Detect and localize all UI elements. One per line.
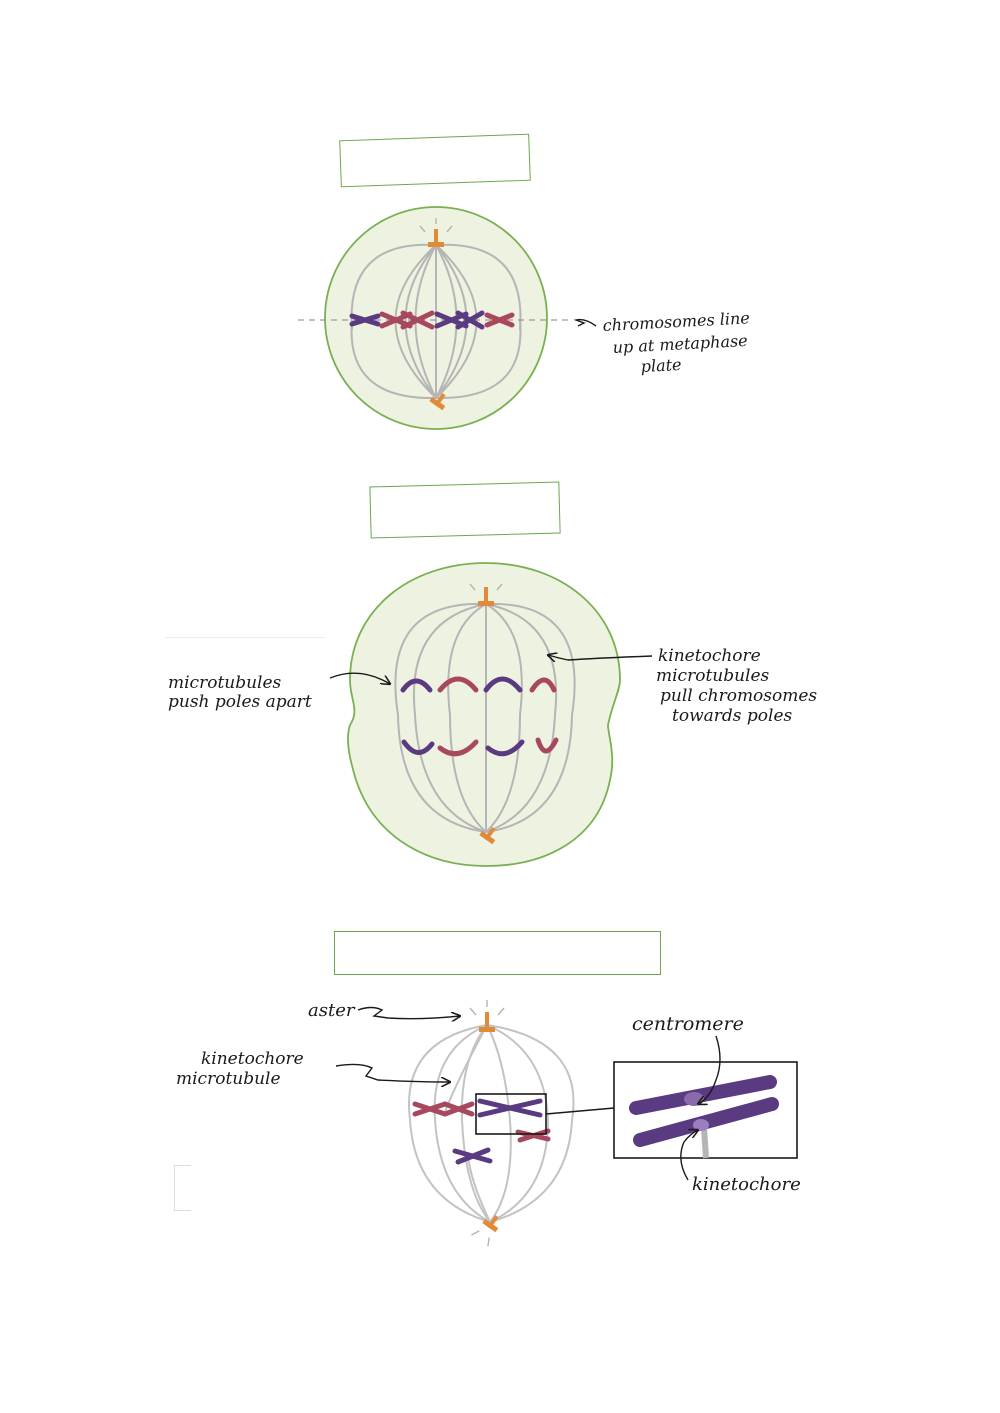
centromere-label: centromere [632,1013,744,1035]
cell-membrane [347,562,621,867]
kinetochore [693,1119,709,1131]
metaphase-cell [298,206,568,430]
anaphase-right-label-line-1: kinetochore [658,646,761,666]
blank-patch-bottom [174,1165,191,1211]
kinetochore-microtubule-label-line-2: microtubule [176,1069,281,1089]
answer-input-3[interactable] [335,932,660,974]
anaphase-cell [347,562,621,867]
kinetochore-microtubule-arrow [335,1063,450,1082]
centromere-arrow [698,1035,721,1104]
centrosome-bottom [429,393,446,411]
centromere [684,1092,704,1106]
sister-chromatid-1 [629,1075,777,1115]
centrosome-top [419,218,453,247]
right-label-arrow [548,655,653,660]
metaphase-label-arrow [573,318,597,327]
anaphase-right-label-line-3: pull chromosomes [660,686,817,706]
zoom-inset [613,1061,798,1159]
anaphase-left-label-line-1: microtubules [168,673,282,693]
prometaphase-cell [408,1000,615,1247]
anaphase-chromosomes-bottom [401,737,559,757]
centrosome-top [469,1000,505,1032]
spindle-fibers [394,602,576,833]
anaphase-right-label-line-2: microtubules [656,666,770,686]
kinetochore-microtubule-label-line-1: kinetochore [201,1049,304,1069]
centrosome-bottom [471,1215,499,1247]
aster-arrow [357,1006,460,1019]
blank-patch-top [165,637,325,670]
metaphase-label-line-3: plate [640,355,682,376]
aster-label: aster [308,1000,356,1021]
inset-microtubule [701,1127,709,1159]
metaphase-label-line-2: up at metaphase [612,331,748,357]
centrosome-top [469,583,503,606]
centrosome-bottom [479,827,496,845]
answer-box-3[interactable] [334,931,661,975]
left-label-arrow [329,672,390,684]
anaphase-left-label-line-2: push poles apart [168,692,312,712]
spindle-fibers [408,1024,575,1223]
metaphase-chromosomes [349,310,515,330]
zoom-connector-line [545,1107,615,1115]
kinetochore-arrow [680,1130,698,1181]
kinetochore-label: kinetochore [692,1174,801,1195]
anaphase-chromosomes-top [400,676,557,693]
anaphase-right-label-line-4: towards poles [672,706,793,726]
prometaphase-chromosomes [412,1098,551,1165]
